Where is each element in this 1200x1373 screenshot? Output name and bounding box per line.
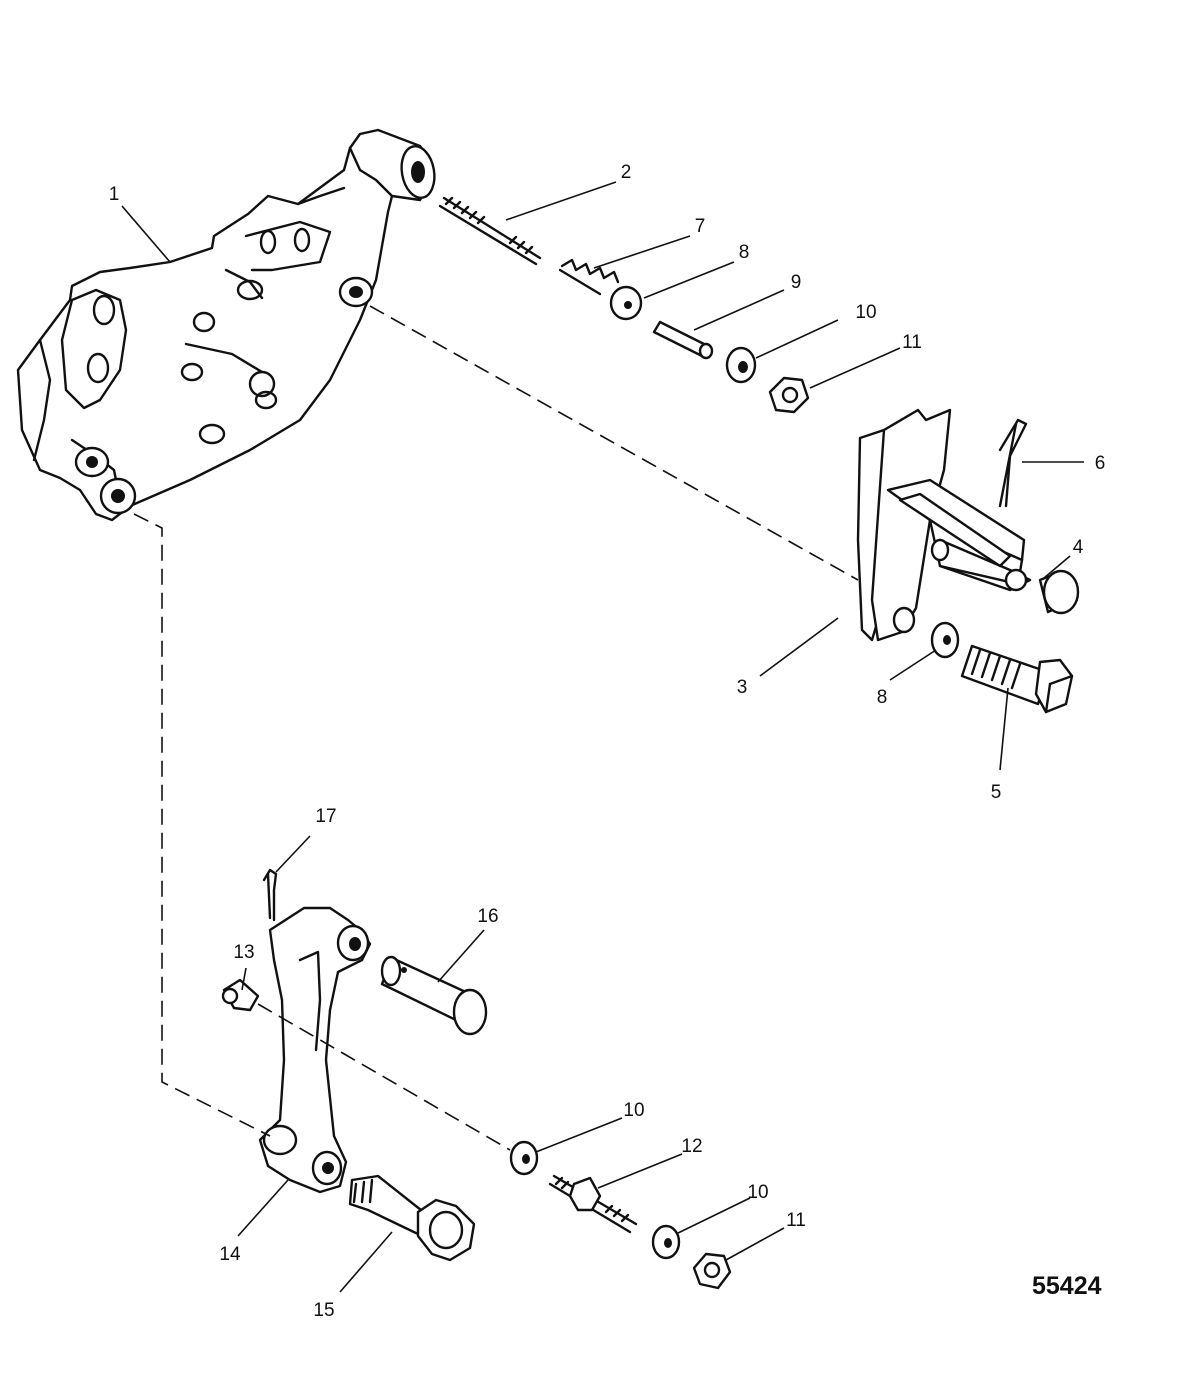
callout-10-lower: 10	[747, 1182, 768, 1203]
part-1-main-bracket	[16, 128, 436, 522]
part-4-cap	[1038, 569, 1080, 615]
part-8-washer-lower	[930, 621, 960, 659]
callout-3: 3	[737, 677, 748, 698]
callouts: 1 2 3 4 5 6 7 8 8 9 10 10 10 11 11 12 13…	[109, 162, 1106, 1321]
part-11-nut-lower	[692, 1252, 732, 1290]
callout-10-middle: 10	[623, 1100, 644, 1121]
leader-lines	[121, 181, 1084, 1293]
callout-7: 7	[695, 216, 706, 237]
part-6-cotter-pin	[998, 418, 1028, 508]
assembly-line-retainer-to-washer	[257, 1003, 511, 1151]
callout-5: 5	[991, 782, 1002, 803]
part-15-shoulder-bolt	[348, 1174, 476, 1262]
assembly-line-bracket-to-lever-bracket	[369, 305, 859, 581]
part-3-lever-bracket	[856, 408, 1032, 642]
part-9-pin	[652, 320, 714, 360]
callout-14: 14	[219, 1244, 241, 1265]
part-8-washer-upper	[609, 285, 643, 321]
callout-10-upper: 10	[855, 302, 876, 323]
callout-16: 16	[477, 906, 498, 927]
part-12-stud	[548, 1174, 638, 1234]
part-16-clevis-pin	[380, 955, 488, 1036]
part-13-retainer	[221, 978, 260, 1012]
callout-11-upper: 11	[902, 332, 922, 353]
part-10-washer-lower	[651, 1224, 681, 1260]
part-2-stud	[438, 196, 542, 266]
callout-11-lower: 11	[786, 1210, 806, 1231]
part-14-lever	[258, 906, 372, 1194]
part-5-hex-bolt	[960, 644, 1074, 714]
callout-4: 4	[1073, 537, 1084, 558]
part-10-washer-middle	[509, 1140, 539, 1176]
callout-13: 13	[233, 942, 254, 963]
part-7-spring	[558, 258, 620, 296]
callout-8-lower: 8	[877, 687, 888, 708]
callout-9: 9	[791, 272, 802, 293]
callout-15: 15	[313, 1300, 334, 1321]
callout-8-upper: 8	[739, 242, 750, 263]
callout-1: 1	[109, 184, 120, 205]
diagram-reference-number: 55424	[1032, 1272, 1102, 1300]
callout-2: 2	[621, 162, 632, 183]
callout-17: 17	[315, 806, 336, 827]
assembly-line-bracket-to-lever	[133, 513, 271, 1137]
callout-12: 12	[681, 1136, 702, 1157]
assembly-lines	[133, 305, 859, 1151]
callout-6: 6	[1095, 453, 1106, 474]
part-17-cotter-pin	[262, 868, 278, 922]
part-10-washer-upper	[725, 346, 757, 384]
part-11-nut-upper	[768, 376, 810, 414]
